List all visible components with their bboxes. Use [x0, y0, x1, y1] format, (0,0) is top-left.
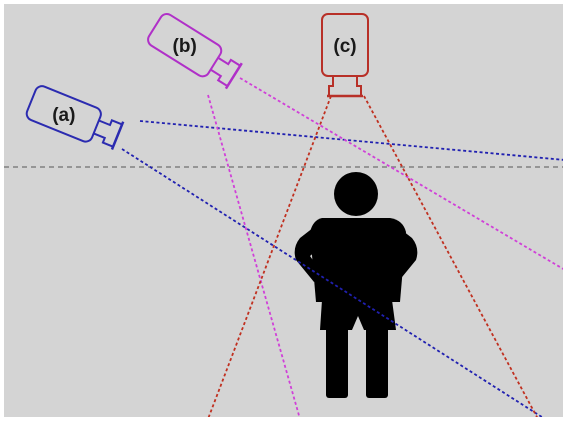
camera-rays	[121, 77, 563, 417]
camera-a-label: (a)	[52, 105, 75, 126]
camera-icon	[25, 85, 125, 150]
camera-c: (c)	[321, 13, 369, 98]
ray-camera-c-upper	[207, 95, 332, 417]
ray-camera-b-lower	[207, 94, 301, 417]
camera-icon	[147, 13, 243, 90]
background	[4, 4, 563, 417]
camera-b: (b)	[147, 13, 243, 90]
camera-b-label: (b)	[173, 36, 197, 57]
ray-camera-a-lower	[121, 148, 544, 417]
camera-c-label: (c)	[333, 36, 356, 57]
person-icon	[294, 172, 418, 398]
ray-camera-c-lower	[363, 95, 538, 417]
ray-camera-b-upper	[239, 77, 563, 270]
camera-a: (a)	[25, 85, 125, 150]
camera-icon	[321, 13, 369, 98]
